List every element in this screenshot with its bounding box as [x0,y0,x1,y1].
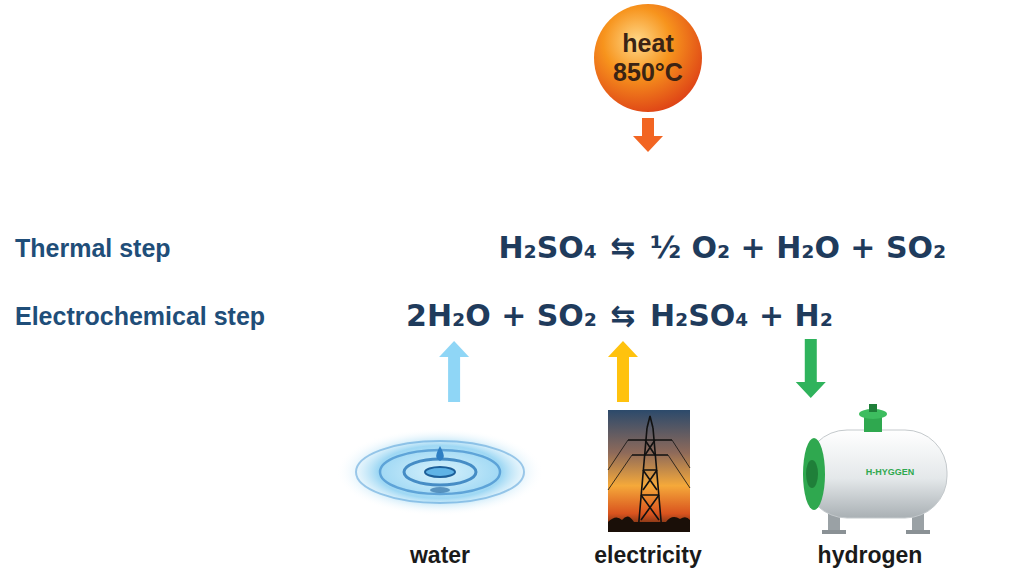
tank-brand: H-HYGGEN [866,467,915,477]
picture-node: water [335,405,545,571]
reaction-side: ½ O₂ + H₂O + SO₂ [650,230,946,265]
water-input-arrow [439,341,469,402]
hydrogen-tank-picture [803,404,947,534]
node-text: hydrogen [818,542,923,569]
heat-circle: heat 850°C [593,3,703,113]
hydrogen-output-arrow [796,339,826,398]
heat-input-arrow [633,118,663,152]
sun-circle [594,4,702,112]
node-text: heat 850°C [606,29,690,87]
equilibrium-arrow: ⇆ [610,298,635,333]
reaction-side: H₂SO₄ + H₂ [650,298,833,333]
picture-node: hydrogen [775,395,965,571]
equilibrium-arrow: ⇆ [610,230,635,265]
picture-node: electricity [583,405,713,571]
reaction-side: H₂SO₄ [499,230,598,265]
step-name: Electrochemical step [15,302,265,331]
electricity-picture [608,410,690,532]
electricity-input-arrow [608,341,638,402]
node-text: electricity [594,542,701,569]
water-picture [336,428,544,516]
node-text: water [410,542,470,569]
step-name: Thermal step [15,234,171,263]
reaction-side: 2H₂O + SO₂ [406,298,597,333]
